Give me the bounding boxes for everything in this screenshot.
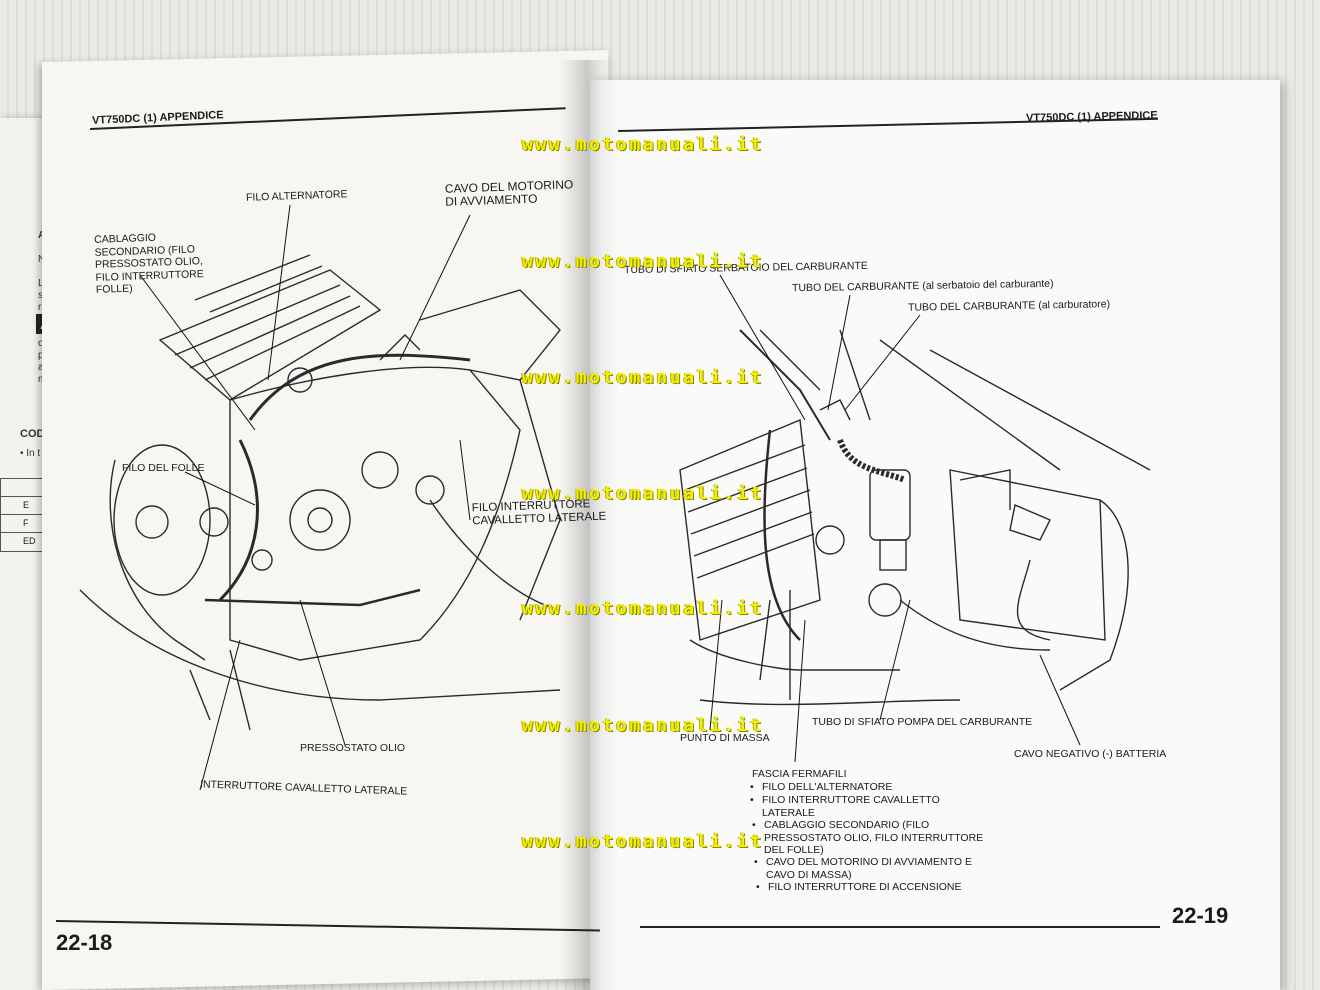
back-fragment: • In t — [20, 448, 41, 459]
fascia-bullet: • — [750, 781, 754, 793]
fascia-bullet: • — [756, 881, 760, 893]
right-footer-rule — [640, 926, 1160, 928]
fascia-bullet: • — [754, 856, 758, 868]
label-filo-folle: FILO DEL FOLLE — [122, 462, 205, 474]
left-leader-lines — [139, 204, 471, 791]
label-cablaggio-secondario: CABLAGGIO SECONDARIO (FILO PRESSOSTATO O… — [93, 231, 204, 296]
fascia-item: CAVO DEL MOTORINO DI AVVIAMENTO E CAVO D… — [766, 856, 972, 881]
watermark: www.motomanuali.it — [522, 251, 764, 272]
fascia-bullet: • — [752, 819, 756, 831]
back-fragment: COD — [20, 428, 45, 440]
right-engine-drawing — [679, 329, 1151, 706]
right-page-number: 22-19 — [1172, 903, 1229, 928]
watermark: www.motomanuali.it — [522, 367, 764, 388]
label-cavo-negativo-batteria: CAVO NEGATIVO (-) BATTERIA — [1014, 748, 1167, 760]
book-gutter — [560, 60, 620, 990]
fascia-item: FILO DELL'ALTERNATORE — [762, 781, 893, 793]
right-leader-lines — [709, 274, 1081, 763]
watermark: www.motomanuali.it — [522, 483, 764, 504]
watermark: www.motomanuali.it — [522, 831, 764, 852]
back-table-row: ED — [23, 536, 36, 546]
left-page-number: 22-18 — [56, 930, 113, 955]
right-page — [590, 80, 1280, 990]
back-table-row: F — [1, 515, 47, 533]
label-tubo-sfiato-pompa: TUBO DI SFIATO POMPA DEL CARBURANTE — [812, 716, 1033, 728]
watermark: www.motomanuali.it — [522, 598, 764, 619]
watermark: www.motomanuali.it — [522, 715, 764, 736]
label-fascia-fermafili: FASCIA FERMAFILI — [752, 768, 847, 780]
fascia-item: FILO INTERRUTTORE CAVALLETTO LATERALE — [762, 794, 940, 819]
back-table-row: E — [1, 497, 47, 515]
watermark: www.motomanuali.it — [522, 134, 764, 155]
fascia-item: FILO INTERRUTTORE DI ACCENSIONE — [768, 881, 962, 893]
label-pressostato-olio: PRESSOSTATO OLIO — [300, 742, 406, 754]
label-punto-di-massa: PUNTO DI MASSA — [680, 732, 770, 744]
back-table-row — [1, 479, 47, 497]
fascia-item: CABLAGGIO SECONDARIO (FILO PRESSOSTATO O… — [764, 819, 984, 856]
left-engine-drawing — [79, 254, 561, 731]
fascia-bullet: • — [750, 794, 754, 806]
